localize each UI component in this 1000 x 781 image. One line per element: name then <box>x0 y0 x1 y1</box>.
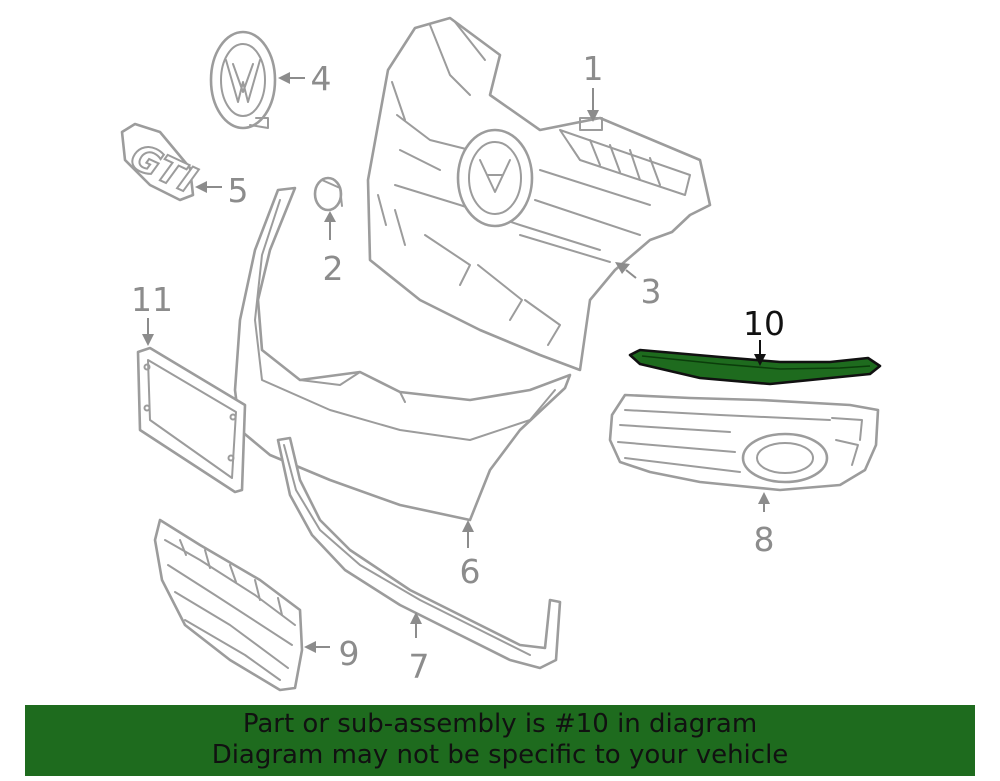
lower-grille[interactable] <box>153 518 304 692</box>
callout-11: 11 <box>131 280 173 319</box>
callout-2: 2 <box>323 249 344 288</box>
gti-badge[interactable]: GTI <box>120 122 203 203</box>
fog-lamp-grille[interactable] <box>608 393 880 492</box>
leader-lines <box>142 72 770 653</box>
callout-5: 5 <box>228 171 249 210</box>
callout-4: 4 <box>311 59 332 98</box>
callout-3: 3 <box>641 272 662 311</box>
vw-emblem[interactable] <box>209 30 277 130</box>
callout-9: 9 <box>339 634 360 673</box>
callout-labels: 1 2 3 4 5 6 7 8 9 10 11 <box>131 49 785 686</box>
callout-6: 6 <box>460 552 481 591</box>
callout-7: 7 <box>409 647 430 686</box>
callout-1: 1 <box>583 49 604 88</box>
callout-8: 8 <box>754 520 775 559</box>
parts-diagram: GTI <box>120 16 882 692</box>
bumper-trim-strip[interactable] <box>276 436 562 670</box>
license-plate-bracket[interactable] <box>136 346 247 494</box>
plug[interactable] <box>313 176 343 212</box>
banner-line-2: Diagram may not be specific to your vehi… <box>211 740 789 770</box>
banner-line-1: Part or sub-assembly is #10 in diagram <box>242 709 758 739</box>
callout-10: 10 <box>743 304 785 343</box>
upper-grille[interactable] <box>366 16 712 372</box>
air-guide-strip[interactable] <box>628 348 882 386</box>
info-banner: Part or sub-assembly is #10 in diagram D… <box>25 705 975 776</box>
